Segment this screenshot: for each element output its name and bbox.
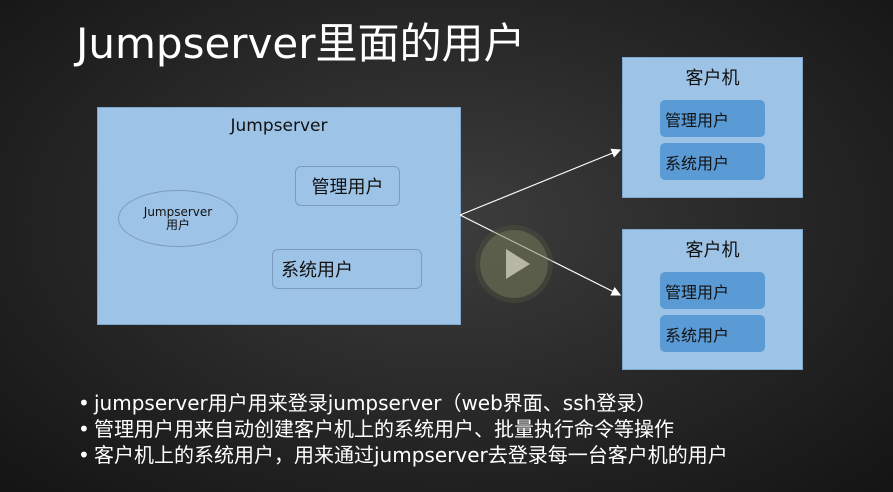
jumpserver-admin-user-box: 管理用户 xyxy=(295,166,400,206)
jumpserver-user-label-line2: 用户 xyxy=(165,217,190,232)
bullet-symbol: • xyxy=(78,443,90,467)
bullet-text: 客户机上的系统用户，用来通过jumpserver去登录每一台客户机的用户 xyxy=(94,443,728,467)
jumpserver-user-label-line1: Jumpserver xyxy=(143,204,213,219)
jumpserver-box-title: Jumpserver xyxy=(230,116,328,136)
client-machine-1: 客户机 管理用户 系统用户 xyxy=(622,57,803,198)
arrow-to-client-1 xyxy=(459,148,622,216)
bullet-text: 管理用户用来自动创建客户机上的系统用户、批量执行命令等操作 xyxy=(94,417,674,441)
jumpserver-system-user-box: 系统用户 xyxy=(272,249,422,289)
bullet-item: •管理用户用来自动创建客户机上的系统用户、批量执行命令等操作 xyxy=(78,416,728,442)
client-2-system-user: 系统用户 xyxy=(660,315,765,352)
client-1-title: 客户机 xyxy=(685,68,740,89)
client-2-admin-user: 管理用户 xyxy=(660,272,765,309)
client-machine-2: 客户机 管理用户 系统用户 xyxy=(622,229,803,370)
client-1-system-user: 系统用户 xyxy=(660,143,765,180)
bullet-text: jumpserver用户用来登录jumpserver（web界面、ssh登录） xyxy=(94,391,657,415)
bullet-list: •jumpserver用户用来登录jumpserver（web界面、ssh登录）… xyxy=(78,390,728,468)
bullet-item: •jumpserver用户用来登录jumpserver（web界面、ssh登录） xyxy=(78,390,728,416)
bullet-item: •客户机上的系统用户，用来通过jumpserver去登录每一台客户机的用户 xyxy=(78,442,728,468)
bullet-symbol: • xyxy=(78,417,90,441)
jumpserver-box: Jumpserver Jumpserver 用户 管理用户 系统用户 xyxy=(97,107,461,325)
client-2-title: 客户机 xyxy=(685,240,740,261)
play-button[interactable] xyxy=(480,230,548,298)
jumpserver-user-ellipse: Jumpserver 用户 xyxy=(118,190,238,247)
client-1-admin-user: 管理用户 xyxy=(660,100,765,137)
bullet-symbol: • xyxy=(78,391,90,415)
slide-title: Jumpserver里面的用户 xyxy=(76,19,526,68)
play-icon xyxy=(506,249,530,279)
